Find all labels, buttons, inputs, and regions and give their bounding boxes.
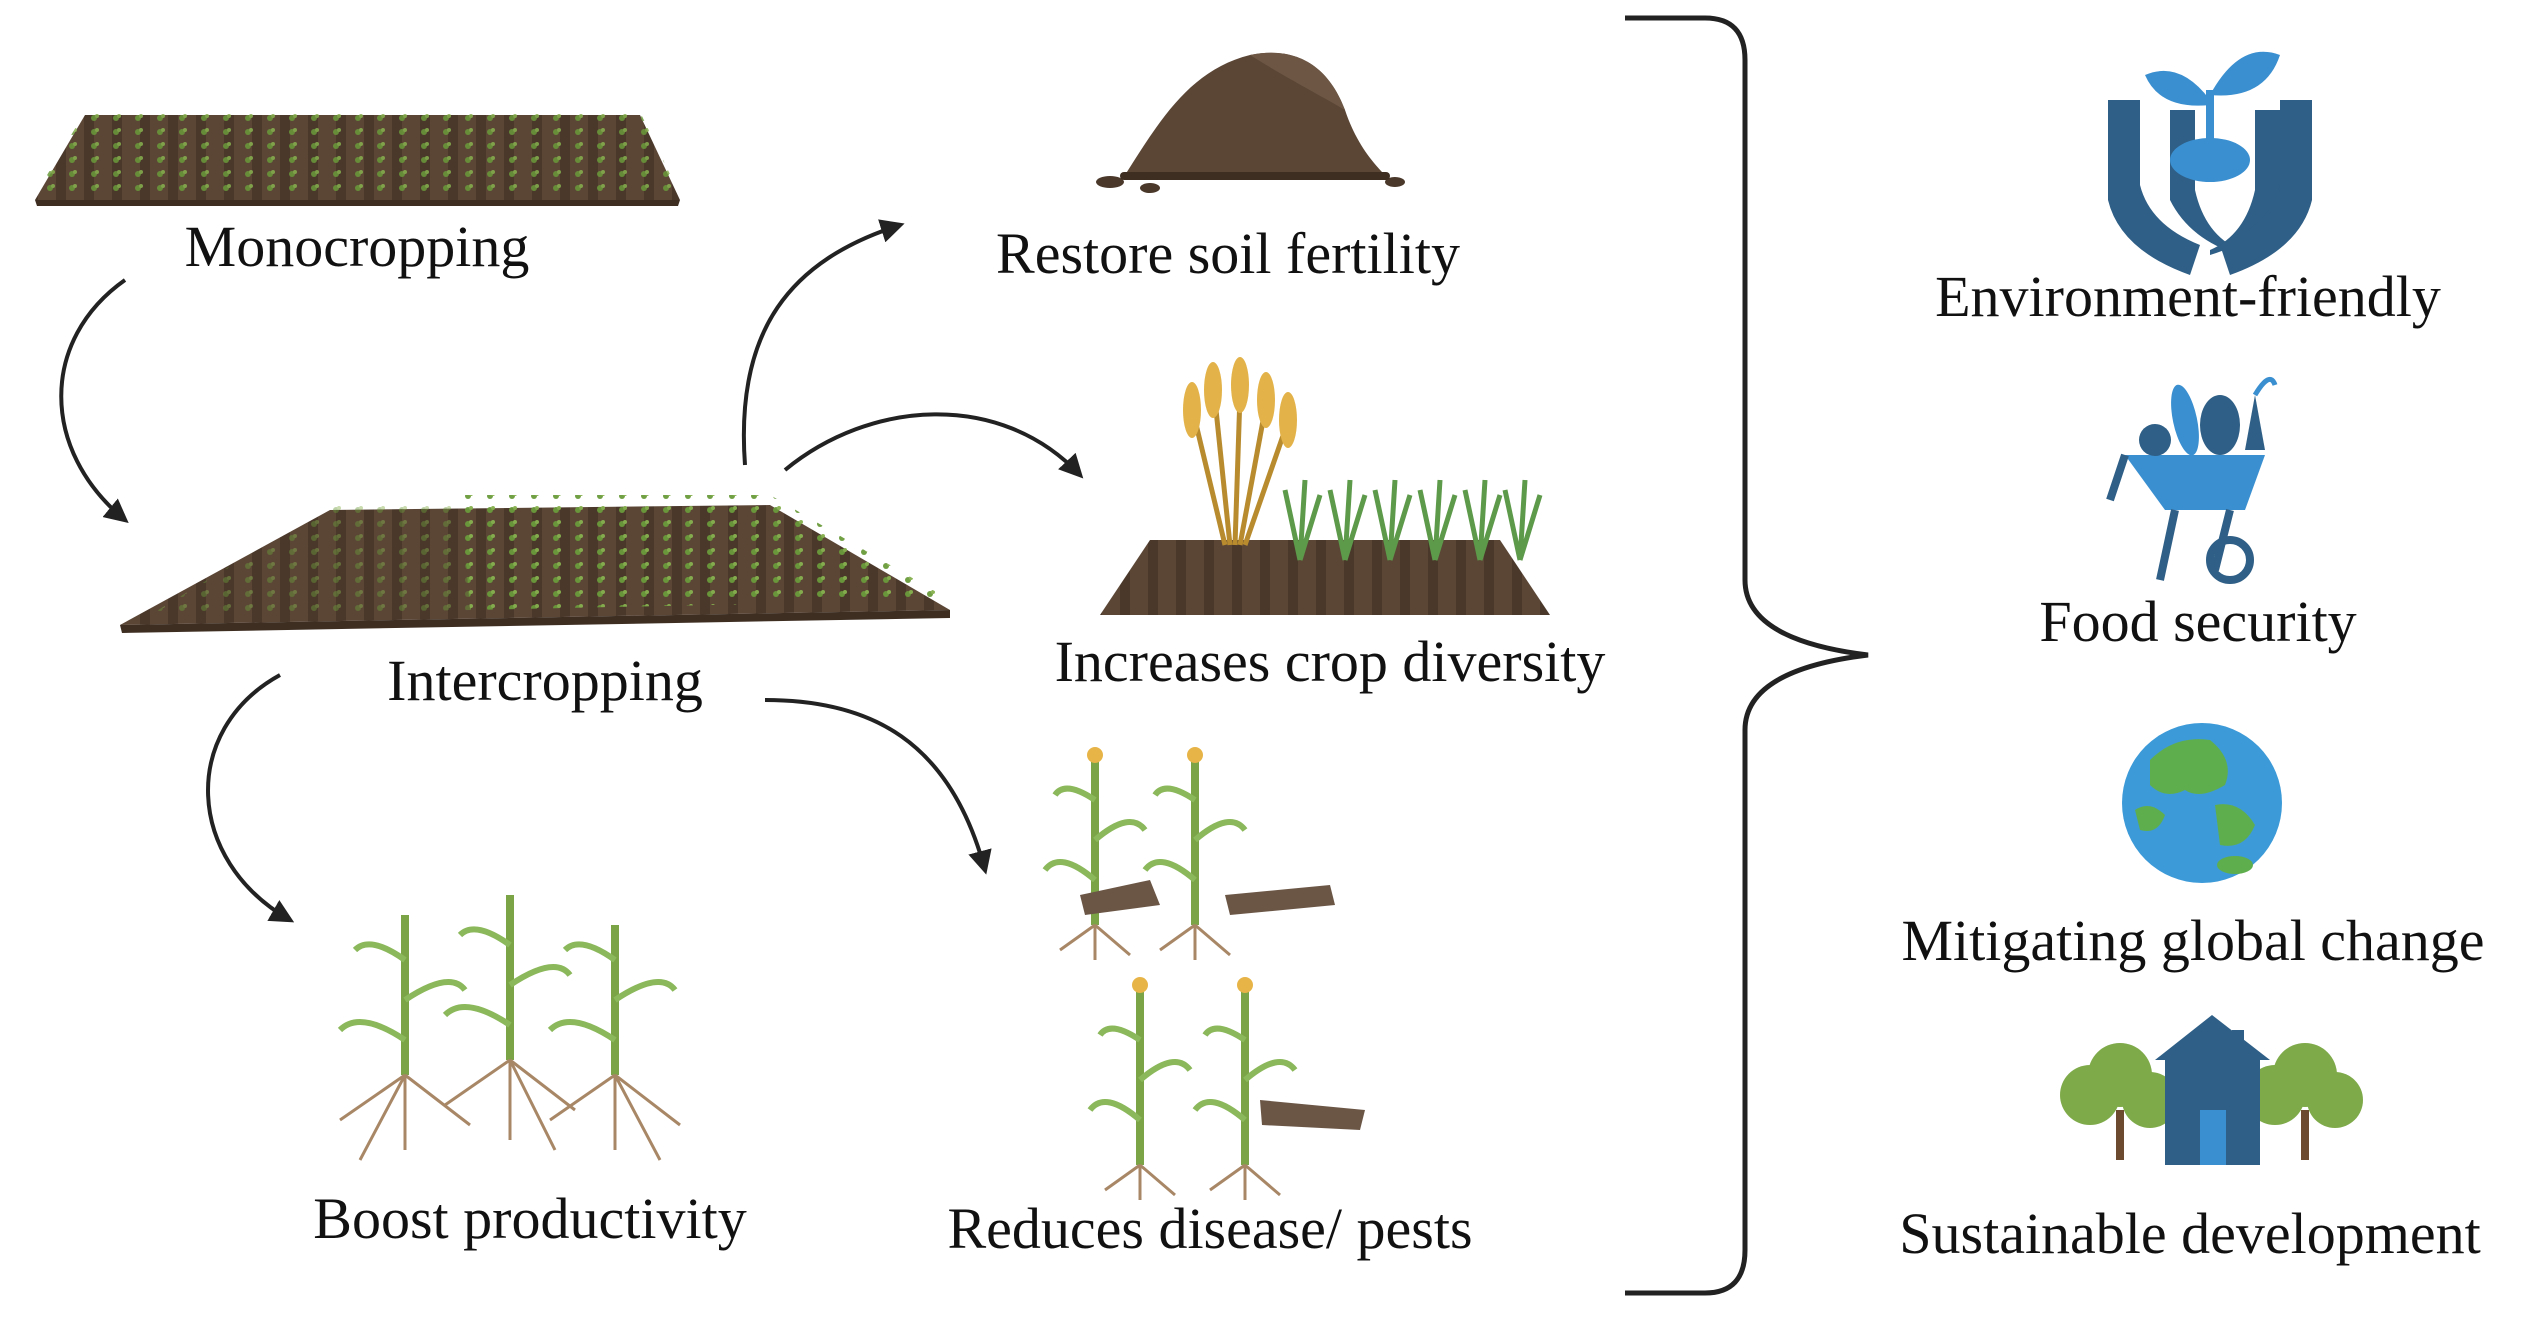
wheelbarrow-vegetables-icon — [2106, 376, 2278, 584]
arrow-to-restore — [741, 219, 905, 466]
corn-roots-illustration — [337, 895, 681, 1161]
benefit-label-environment: Environment-friendly — [1935, 264, 2441, 329]
benefit-label-food-security: Food security — [2039, 589, 2357, 654]
globe-icon — [2122, 723, 2282, 883]
soil-mound-illustration — [1096, 52, 1405, 193]
intercropping-field — [120, 495, 950, 633]
boost-productivity-label: Boost productivity — [313, 1186, 747, 1251]
crop-diversity-illustration — [1100, 357, 1550, 615]
flow-arrows — [59, 219, 1084, 923]
intercropping-label: Intercropping — [387, 648, 703, 713]
curly-brace — [1625, 15, 1869, 1296]
corn-pests-illustration — [1042, 747, 1365, 1200]
arrow-to-disease — [764, 698, 992, 875]
house-trees-icon — [2060, 1015, 2363, 1165]
disease-pests-label: Reduces disease/ pests — [947, 1196, 1473, 1261]
arrow-mono-to-inter — [59, 278, 129, 524]
benefit-label-global-change: Mitigating global change — [1901, 908, 2485, 973]
restore-soil-label: Restore soil fertility — [996, 221, 1460, 286]
monocropping-label: Monocropping — [184, 214, 530, 279]
arrow-to-productivity — [206, 673, 295, 923]
crop-diversity-label: Increases crop diversity — [1054, 629, 1606, 694]
arrow-to-diversity — [783, 412, 1084, 479]
monocropping-field — [35, 112, 680, 206]
hands-seedling-icon — [2108, 51, 2312, 275]
benefit-label-sustainable: Sustainable development — [1899, 1201, 2481, 1266]
